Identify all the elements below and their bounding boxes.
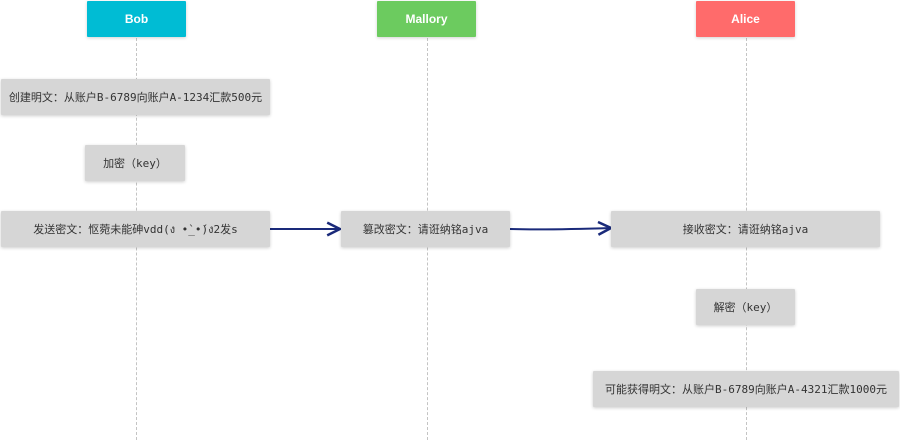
actor-alice[interactable]: Alice bbox=[696, 1, 795, 37]
step-encrypt: 加密（key） bbox=[85, 145, 185, 181]
step-tamper-ciphertext: 篡改密文：请诳纳铭ajva bbox=[341, 211, 510, 247]
step-receive-ciphertext: 接收密文：请诳纳铭ajva bbox=[611, 211, 880, 247]
step-create-plaintext: 创建明文：从账户B-6789向账户A-1234汇款500元 bbox=[1, 79, 270, 115]
step-decrypt: 解密（key） bbox=[696, 289, 795, 325]
arrow-mallory-to-alice bbox=[509, 228, 611, 229]
step-obtain-plaintext: 可能获得明文：从账户B-6789向账户A-4321汇款1000元 bbox=[593, 371, 899, 407]
actor-bob[interactable]: Bob bbox=[87, 1, 186, 37]
actor-mallory[interactable]: Mallory bbox=[377, 1, 476, 37]
step-send-ciphertext: 发送密文：怄菀未能砷vdd(ง •̀_•́)ง2发s bbox=[1, 211, 270, 247]
